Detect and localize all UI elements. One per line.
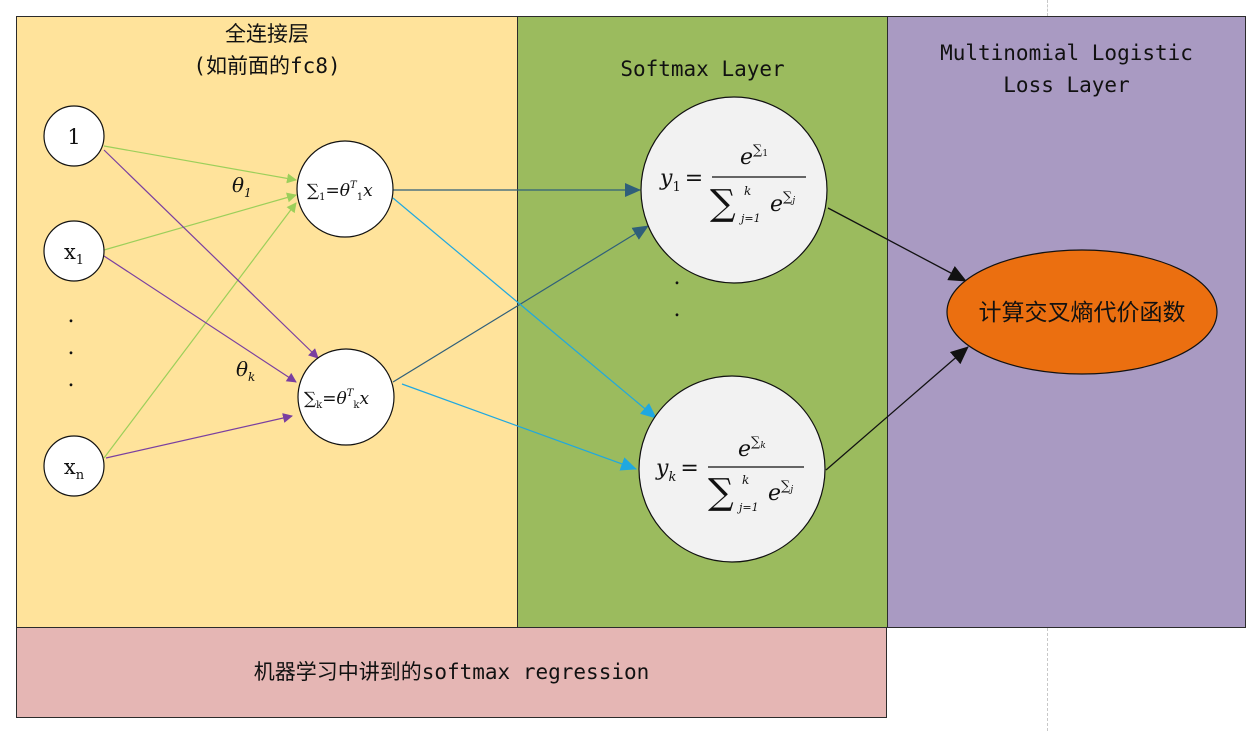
edges-to-sumk [103,149,319,459]
edges-to-softmax [392,183,657,471]
svg-text:j=1: j=1 [736,501,759,514]
svg-text:e∑j: e∑j [770,190,795,217]
svg-text:k: k [742,473,749,487]
output-ellipsis: . . [670,262,684,326]
edge-input1-sumk [103,149,319,359]
fc-layer-title-line2: (如前面的fc8) [193,54,341,78]
fc-layer-title: 全连接层 (如前面的fc8) [16,18,518,82]
softmax-layer-title: Softmax Layer [620,57,785,81]
input-node: 1 [43,105,105,167]
svg-text:e∑1: e∑1 [740,143,768,170]
edge-x1-sum1 [103,192,297,251]
edge-input1-sum1 [103,145,297,184]
sum-node: ∑k=θTkx [297,348,395,446]
svg-text:j=1: j=1 [738,212,761,225]
weight-label: θk [236,357,255,384]
input-ellipsis: . . . [64,300,78,396]
fc-layer-title-line1: 全连接层 [225,22,309,46]
edge-yk-loss [825,346,969,471]
edges-to-sum1 [103,145,297,459]
sum-node: ∑1=θT1x [296,140,394,238]
svg-text:x1: x1 [64,240,84,268]
cross-entropy-cost-node: 计算交叉熵代价函数 [946,249,1218,375]
cost-node-label: 计算交叉熵代价函数 [979,300,1186,326]
softmax-node: y1= e∑1 ∑ k j=1 e∑j [640,96,828,284]
input-dot: . [67,367,75,392]
input-label: x [64,455,76,479]
output-dot: . [673,265,681,290]
guide-line-bottom [1047,628,1048,731]
svg-text:∑1=θT1x: ∑1=θT1x [307,180,373,203]
softmax-regression-panel [16,627,887,718]
softmax-node: yk= e∑k ∑ k j=1 e∑j [638,375,826,563]
edge-xn-sumk [105,413,293,459]
edge-x1-sumk [103,255,297,383]
svg-text:k: k [744,184,751,198]
input-label: 1 [67,125,80,149]
fully-connected-layer-panel [16,16,518,628]
input-node: x1 [43,220,105,282]
edge-xn-sum1 [103,202,297,459]
loss-layer-title: Multinomial Logistic Loss Layer [887,37,1246,101]
loss-layer-title-line2: Loss Layer [1003,73,1130,97]
input-label: x [64,240,76,264]
output-dot: . [673,297,681,322]
svg-text:yk=: yk= [655,456,699,485]
input-subscript: n [76,468,85,483]
svg-text:∑: ∑ [708,472,734,513]
input-dot: . [67,303,75,328]
loss-layer-title-line1: Multinomial Logistic [940,41,1193,65]
weight-label: θ1 [232,173,252,200]
edges-to-loss [825,207,969,471]
softmax-regression-label: 机器学习中讲到的softmax regression [253,660,650,684]
input-dot: . [67,335,75,360]
edge-sum1-yk [392,197,657,419]
guide-line-top [1047,0,1048,16]
svg-text:xn: xn [64,455,85,483]
svg-text:e∑j: e∑j [768,479,793,506]
svg-text:∑: ∑ [710,183,736,224]
input-subscript: 1 [76,253,84,268]
svg-text:y1=: y1= [659,166,703,195]
svg-text:∑k=θTkx: ∑k=θTkx [304,388,369,411]
input-node: xn [43,435,105,497]
edge-y1-loss [827,207,967,282]
svg-text:e∑k: e∑k [738,435,766,462]
edge-sumk-yk [401,383,637,471]
